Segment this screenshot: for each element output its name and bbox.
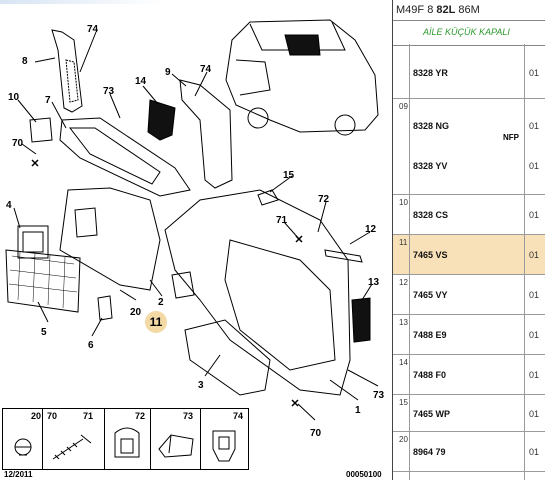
part-code[interactable]: 7465 VS xyxy=(413,250,448,260)
part-10 xyxy=(29,117,53,143)
part-4 xyxy=(17,225,49,259)
callout-72[interactable]: 72 xyxy=(318,194,330,205)
row-index: 13 xyxy=(399,318,408,327)
column-divider-qty xyxy=(524,44,525,480)
part-code[interactable]: 8328 NG xyxy=(413,121,450,131)
part-15 xyxy=(257,189,279,206)
callout-74[interactable]: 74 xyxy=(200,64,212,75)
diagram-reference: 00050100 xyxy=(346,470,382,479)
part-code[interactable]: 7488 E9 xyxy=(413,330,447,340)
part-code[interactable]: 8328 YV xyxy=(413,161,448,171)
callout-6[interactable]: 6 xyxy=(88,340,94,351)
row-index: 10 xyxy=(399,198,408,207)
callout-15[interactable]: 15 xyxy=(283,170,295,181)
table-row[interactable]: 20 8964 79 01 xyxy=(393,432,545,472)
callout-20[interactable]: 20 xyxy=(130,307,142,318)
part-13 xyxy=(351,297,371,343)
legend-cell-73: 73 xyxy=(151,409,201,469)
part-qty: 01 xyxy=(529,290,540,300)
part-code[interactable]: 8328 CS xyxy=(413,210,449,220)
exploded-view-drawing xyxy=(5,19,379,421)
part-qty: 01 xyxy=(529,161,540,171)
callout-12[interactable]: 12 xyxy=(365,224,377,235)
part-code[interactable]: 7488 F0 xyxy=(413,370,447,380)
callout-2[interactable]: 2 xyxy=(158,297,164,308)
part-code[interactable]: 8964 79 xyxy=(413,447,446,457)
part-7-panel xyxy=(59,117,191,197)
legend-cell-72: 72 xyxy=(105,409,151,469)
part-qty: 01 xyxy=(529,250,540,260)
part-5-net xyxy=(5,249,81,313)
callout-73[interactable]: 73 xyxy=(103,86,115,97)
row-index: 09 xyxy=(399,102,408,111)
part-code[interactable]: 7465 WP xyxy=(413,409,451,419)
part-qty: 01 xyxy=(529,68,540,78)
part-code[interactable]: 7465 VY xyxy=(413,290,448,300)
table-row[interactable]: 8328 YR 01 xyxy=(393,44,545,99)
callout-73[interactable]: 73 xyxy=(373,390,385,401)
part-14 xyxy=(147,99,176,141)
part-qty: 01 xyxy=(529,409,540,419)
callout-1[interactable]: 1 xyxy=(355,405,361,416)
part-3 xyxy=(184,319,271,396)
callout-70[interactable]: 70 xyxy=(310,428,322,439)
part-12 xyxy=(324,249,363,263)
callout-9[interactable]: 9 xyxy=(165,67,171,78)
column-divider xyxy=(409,44,410,480)
row-index: 20 xyxy=(399,435,408,444)
model-header: M49F 8 82L 86M xyxy=(393,0,545,21)
callout-10[interactable]: 10 xyxy=(8,92,20,103)
parts-list-panel: M49F 8 82L 86M AİLE KÜÇÜK KAPALI 8328 YR… xyxy=(392,0,545,480)
model-variant: AİLE KÜÇÜK KAPALI xyxy=(393,21,545,46)
part-2-panel xyxy=(59,187,161,291)
diagram-date: 12/2011 xyxy=(4,470,33,479)
part-qty: 01 xyxy=(529,210,540,220)
table-row[interactable]: 11 7465 VS 01 xyxy=(393,235,545,275)
callout-70[interactable]: 70 xyxy=(12,138,24,149)
nfp-flag: NFP xyxy=(503,133,519,142)
part-1-main-trim xyxy=(164,189,351,396)
part-11 xyxy=(171,271,195,299)
callout-74[interactable]: 74 xyxy=(87,24,99,35)
legend-cell-74: 74 xyxy=(201,409,248,469)
callout-14[interactable]: 14 xyxy=(135,76,147,87)
row-index: 14 xyxy=(399,358,408,367)
part-qty: 01 xyxy=(529,330,540,340)
legend-cell-20: 20 xyxy=(3,409,43,469)
table-row[interactable]: 14 7488 F0 01 xyxy=(393,355,545,395)
parts-diagram: 8 74 14 9 74 10 7 73 70 15 4 72 71 12 13 5 20 2 6 3 73 1 70 11… xyxy=(2,19,385,479)
part-qty: 01 xyxy=(529,121,540,131)
callout-7[interactable]: 7 xyxy=(45,95,51,106)
callout-3[interactable]: 3 xyxy=(198,380,204,391)
table-row[interactable]: 12 7465 VY 01 xyxy=(393,275,545,315)
part-9 xyxy=(179,79,233,189)
part-code[interactable]: 8328 YR xyxy=(413,68,448,78)
part-qty: 01 xyxy=(529,447,540,457)
row-index: 12 xyxy=(399,278,408,287)
callout-4[interactable]: 4 xyxy=(6,200,12,211)
highlighted-callout-11[interactable]: 11 xyxy=(145,311,167,333)
fastener-legend: 20 70 71 72 73 74 xyxy=(2,408,249,470)
legend-cell-70-71: 70 71 xyxy=(43,409,105,469)
table-row[interactable]: 13 7488 E9 01 xyxy=(393,315,545,355)
top-strip xyxy=(0,0,545,4)
part-qty: 01 xyxy=(529,370,540,380)
part-8-pillar xyxy=(51,29,83,113)
callout-13[interactable]: 13 xyxy=(368,277,380,288)
table-row[interactable]: 15 7465 WP 01 xyxy=(393,395,545,432)
callout-5[interactable]: 5 xyxy=(41,327,47,338)
row-index: 15 xyxy=(399,398,408,407)
part-6 xyxy=(97,295,113,321)
table-row[interactable]: 10 8328 CS 01 xyxy=(393,195,545,235)
vehicle-outline xyxy=(225,19,379,133)
callout-71[interactable]: 71 xyxy=(276,215,288,226)
callout-8[interactable]: 8 xyxy=(22,56,28,67)
row-index: 11 xyxy=(399,238,408,247)
